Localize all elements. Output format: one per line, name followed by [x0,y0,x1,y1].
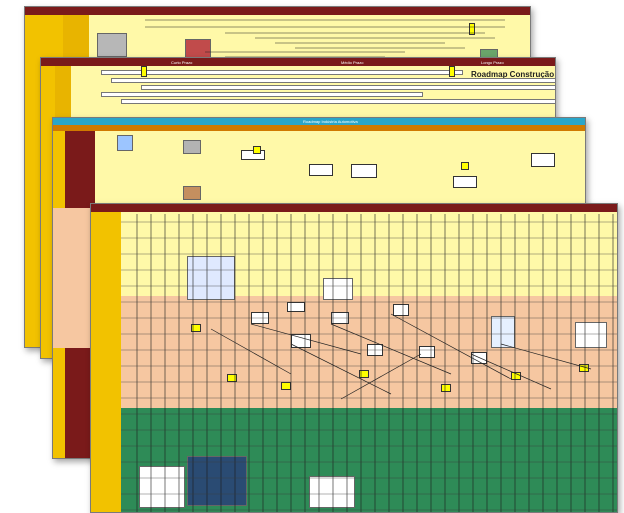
roadmap-box [351,164,377,178]
peach-band [53,208,95,348]
milestone-marker [227,374,237,382]
header-label-mid-term: Médio Prazo [341,60,364,65]
sheet-header-bar: Roadmap Indústria Automotiva [53,118,585,125]
sheet-header-bar [91,204,617,212]
chart-thumbnail [139,466,185,508]
timeline-bar [111,78,555,83]
connector-line [390,313,512,380]
table-thumbnail [309,476,355,508]
roadmap-box [309,164,333,176]
sheet-side-column [91,212,121,512]
connector-line [330,323,452,375]
timeline-bar [101,92,423,97]
photo-thumbnail [97,33,127,57]
roadmap-box [453,176,477,188]
milestone-marker [253,146,261,154]
connector-line [290,343,392,395]
milestone-marker [281,382,291,390]
milestone-marker [449,66,455,77]
photo-thumbnail [183,140,201,154]
logo-box [291,334,311,348]
logo-thumbnail [323,278,353,300]
sheet-side-column [41,66,55,358]
sheet-subheader-bar [53,125,585,131]
milestone-marker [469,23,475,35]
roadmap-box [531,153,555,167]
milestone-marker [461,162,469,170]
milestone-marker [191,324,201,332]
connector-line [210,328,292,375]
roadmap-title: Roadmap Indústria Automotiva [303,119,358,124]
connector-line [470,353,552,390]
logo-box [287,302,305,312]
photo-thumbnail [117,135,133,151]
table-thumbnail [187,456,247,506]
sheet-header-bar: Curto Prazo Médio Prazo Longo Prazo [41,58,555,66]
connector-line [250,323,362,355]
timeline-bar [101,70,463,75]
header-label-long-term: Longo Prazo [481,60,504,65]
roadmap-sheet-4 [90,203,618,513]
connector-line [500,343,592,370]
header-label-short-term: Curto Prazo [171,60,193,65]
milestone-marker [141,66,147,77]
photo-thumbnail [183,186,201,200]
timeline-bar [141,85,555,90]
logo-thumbnail [491,316,515,348]
chart-thumbnail [187,256,235,300]
grid-lines [121,214,617,512]
milestone-marker [359,370,369,378]
timeline-bar [121,99,555,104]
roadmap-title: Roadmap Construção Civil [471,70,555,79]
logo-box [393,304,409,316]
sheet-header-bar [25,7,530,15]
milestone-marker [441,384,451,392]
logo-thumbnail [575,322,607,348]
connector-line [340,353,422,400]
